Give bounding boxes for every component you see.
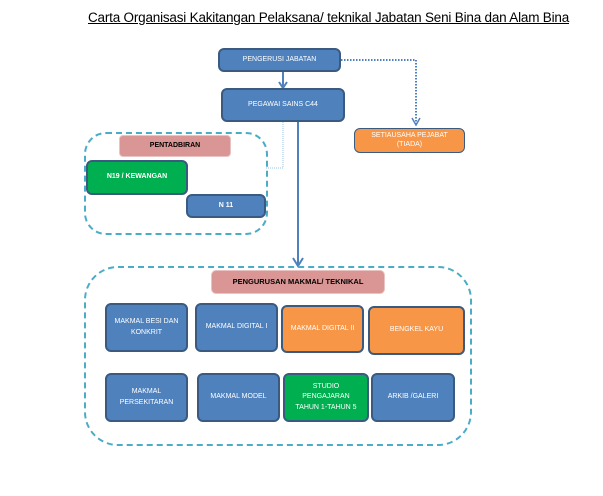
connector-chair-secretary [341, 59, 417, 124]
lab-item-label: BENGKEL KAYU [389, 326, 444, 334]
admin-item-n19-label: N19 / KEWANGAN [106, 173, 168, 181]
lab-item-bengkel-kayu: BENGKEL KAYU [368, 306, 465, 355]
lab-item-label-line1: MAKMAL [131, 388, 162, 396]
lab-header-label: PENGURUSAN MAKMAL/ TEKNIKAL [232, 276, 364, 286]
admin-header-label: PENTADBIRAN [149, 141, 201, 149]
secretary-box: SETIAUSAHA PEJABAT(TIADA) [354, 128, 465, 153]
lab-item-label-line2: PENGAJARAN [302, 393, 350, 401]
lab-item-arkib-galeri: ARKIB /GALERI [371, 373, 455, 422]
admin-item-n19: N19 / KEWANGAN [86, 160, 188, 195]
lab-item-label-line3: TAHUN 1-TAHUN 5 [295, 403, 357, 411]
arrowhead-secretary [411, 117, 421, 127]
admin-group [84, 132, 268, 235]
lab-item-digital-1: MAKMAL DIGITAL I [195, 303, 278, 352]
chair-label: PENGERUSI JABATAN [242, 55, 317, 63]
lab-item-studio: STUDIO PENGAJARAN TAHUN 1-TAHUN 5 [283, 373, 369, 422]
lab-item-persekitaran: MAKMAL PERSEKITARAN [105, 373, 188, 422]
lab-item-label-line2: PERSEKITARAN [119, 398, 174, 406]
chart-title: Carta Organisasi Kakitangan Pelaksana/ t… [88, 10, 570, 25]
officer-box: PEGAWAI SAINS C44 [221, 88, 345, 122]
connector-officer-admin [266, 122, 284, 169]
lab-item-besi-konkrit: MAKMAL BESI DAN KONKRIT [105, 303, 188, 352]
admin-header: PENTADBIRAN [119, 135, 231, 157]
lab-item-model: MAKMAL MODEL [197, 373, 280, 422]
lab-item-label: MAKMAL DIGITAL II [290, 324, 355, 332]
lab-item-label: MAKMAL MODEL [210, 393, 267, 401]
lab-item-label: MAKMAL DIGITAL I [205, 323, 268, 331]
lab-group [84, 266, 472, 446]
chair-box: PENGERUSI JABATAN [218, 48, 341, 72]
lab-item-label-line2: KONKRIT [130, 328, 163, 336]
admin-item-n11: N 11 [186, 194, 266, 218]
lab-item-digital-2: MAKMAL DIGITAL II [281, 305, 364, 353]
admin-item-n11-label: N 11 [218, 201, 234, 209]
officer-label: PEGAWAI SAINS C44 [248, 100, 318, 108]
lab-header: PENGURUSAN MAKMAL/ TEKNIKAL [211, 270, 385, 294]
lab-item-label-line1: MAKMAL BESI DAN [114, 318, 179, 326]
lab-item-label-line1: STUDIO [312, 383, 340, 391]
secretary-label-line1: SETIAUSAHA PEJABAT [371, 132, 448, 140]
secretary-label-line2: (TIADA) [396, 140, 423, 148]
lab-item-label: ARKIB /GALERI [387, 393, 439, 401]
